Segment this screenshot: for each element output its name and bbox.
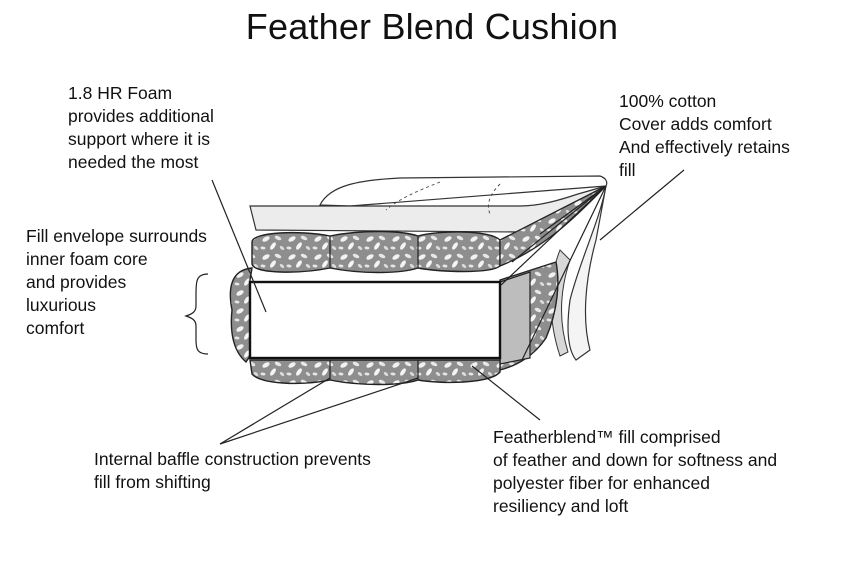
callout-line: Internal baffle construction prevents — [94, 449, 371, 469]
callout-line: 100% cotton — [619, 91, 717, 111]
featherblend-fill-callout: Featherblend™ fill comprised of feather … — [493, 426, 777, 518]
callout-line: Cover adds comfort — [619, 114, 772, 134]
callout-line: Featherblend™ fill comprised — [493, 427, 721, 447]
diagram-title: Feather Blend Cushion — [245, 6, 619, 47]
callout-line: provides additional — [68, 106, 214, 126]
callout-line: Fill envelope surrounds — [26, 226, 207, 246]
callout-line: polyester fiber for enhanced — [493, 473, 710, 493]
callout-line: inner foam core — [26, 249, 148, 269]
leader-lines — [211, 169, 685, 445]
foam-core — [248, 280, 502, 360]
foam-core-callout: 1.8 HR Foam provides additional support … — [68, 82, 214, 174]
fill-envelope-callout: Fill envelope surrounds inner foam core … — [26, 225, 207, 340]
baffle-callout: Internal baffle construction prevents fi… — [94, 448, 371, 494]
callout-line: fill from shifting — [94, 472, 211, 492]
callout-line: luxurious — [26, 295, 97, 315]
callout-line: And effectively retains — [619, 137, 790, 157]
callout-line: needed the most — [68, 152, 199, 172]
callout-line: and provides — [26, 272, 127, 292]
side-fill-envelope — [229, 261, 559, 371]
callout-line: 1.8 HR Foam — [68, 83, 173, 103]
callout-line: support where it is — [68, 129, 211, 149]
cover-callout: 100% cotton Cover adds comfort And effec… — [619, 90, 790, 182]
callout-line: of feather and down for softness and — [493, 450, 778, 470]
envelope-brace — [184, 273, 209, 355]
bottom-fill-baffles — [249, 359, 501, 386]
callout-line: resiliency and loft — [493, 496, 629, 516]
callout-line: comfort — [26, 318, 85, 338]
callout-line: fill — [619, 160, 636, 180]
